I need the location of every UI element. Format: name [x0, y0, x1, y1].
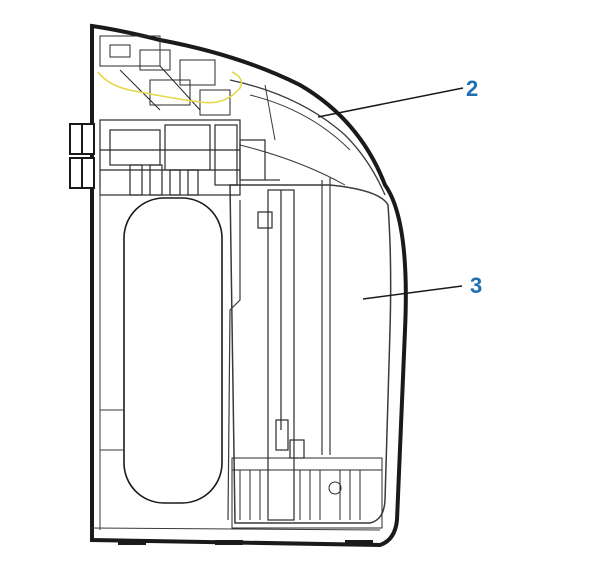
inlet-outlet-ports	[69, 123, 95, 189]
salt-tank-wall	[229, 184, 392, 524]
brine-line	[227, 179, 280, 521]
salt-tank-inner-wall	[321, 178, 331, 455]
resin-tank	[123, 197, 223, 504]
lid-line-2	[239, 84, 351, 186]
control-valve	[99, 119, 266, 196]
brine-well	[257, 189, 305, 521]
base-feet	[118, 540, 373, 545]
callout-3-leader	[362, 285, 463, 300]
callout-2-label: 2	[466, 76, 478, 101]
lid-line	[229, 79, 386, 196]
callout-2-leader	[317, 87, 464, 118]
yellow-wire	[97, 71, 243, 104]
salt-grid	[231, 457, 383, 529]
callout-3-label: 3	[470, 273, 482, 298]
base-line	[91, 527, 381, 531]
left-panel-lines	[99, 190, 124, 530]
